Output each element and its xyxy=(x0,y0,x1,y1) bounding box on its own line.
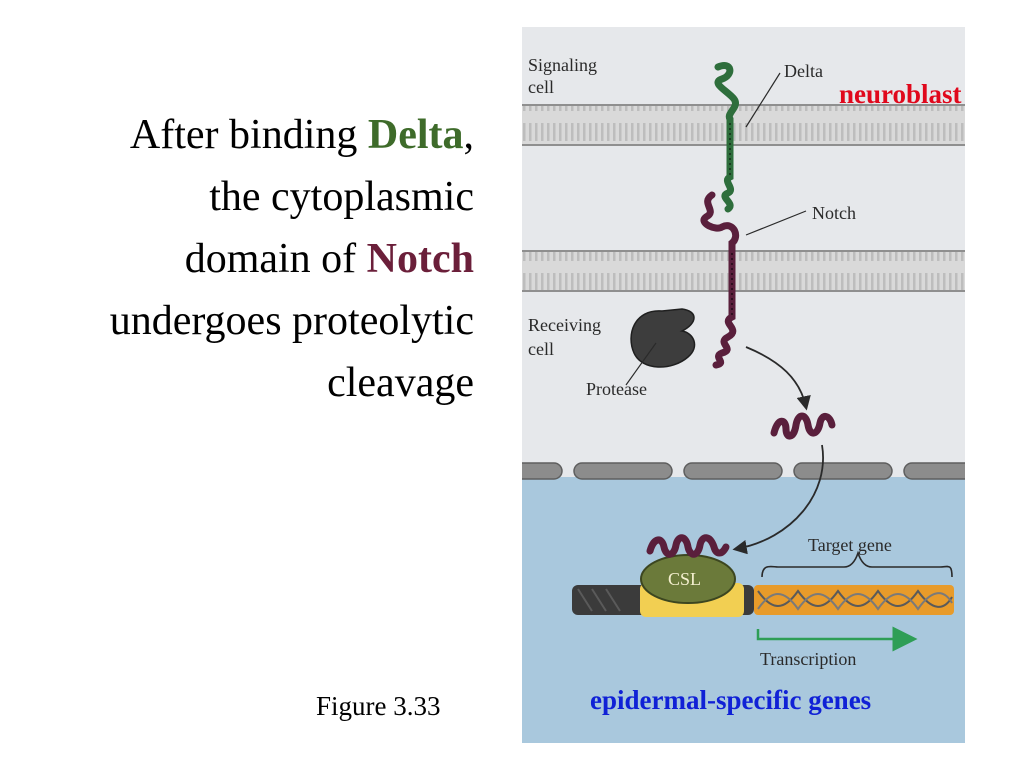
transcription-label: Transcription xyxy=(760,649,856,669)
receiving-cell-membrane xyxy=(522,250,965,292)
epidermal-genes-label: epidermal-specific genes xyxy=(590,685,872,715)
notch-signaling-diagram: Signaling cell Delta Notch Receiving cel… xyxy=(522,27,965,743)
target-gene-label: Target gene xyxy=(808,535,892,555)
title-line-1: After binding Delta, xyxy=(129,112,474,158)
nuclear-envelope xyxy=(522,462,965,480)
title-line-5: cleavage xyxy=(327,360,474,406)
signaling-cell-label: Signaling xyxy=(528,55,597,75)
receiving-cell-label: Receiving xyxy=(528,315,601,335)
title-line-3: domain of Notch xyxy=(184,236,474,282)
cleaved-notch-domain xyxy=(770,412,836,440)
delta-ligand xyxy=(714,62,739,213)
notch-label: Notch xyxy=(812,203,856,223)
figure-caption: Figure 3.33 xyxy=(316,691,441,721)
cleavage-arrow xyxy=(745,346,811,411)
csl-label: CSL xyxy=(668,569,701,589)
signaling-cell-membrane xyxy=(522,104,965,146)
receiving-cell-label-2: cell xyxy=(528,339,554,359)
nuclear-entry-arrow xyxy=(732,444,824,555)
protease xyxy=(630,308,696,368)
protease-label: Protease xyxy=(586,379,647,399)
transcription-arrow xyxy=(756,626,918,652)
neuroblast-label: neuroblast xyxy=(839,79,962,109)
delta-term: Delta xyxy=(367,112,464,158)
title-line-4: undergoes proteolytic xyxy=(109,298,474,344)
delta-label: Delta xyxy=(784,61,823,81)
bound-notch-domain xyxy=(646,534,730,558)
title-line-2: the cytoplasmic xyxy=(209,174,474,220)
target-gene-bracket xyxy=(761,550,953,578)
slide-title: After binding Delta, the cytoplasmic dom… xyxy=(4,104,474,414)
notch-term: Notch xyxy=(366,236,474,282)
signaling-cell-label-2: cell xyxy=(528,77,554,97)
dna-strand xyxy=(572,585,954,615)
